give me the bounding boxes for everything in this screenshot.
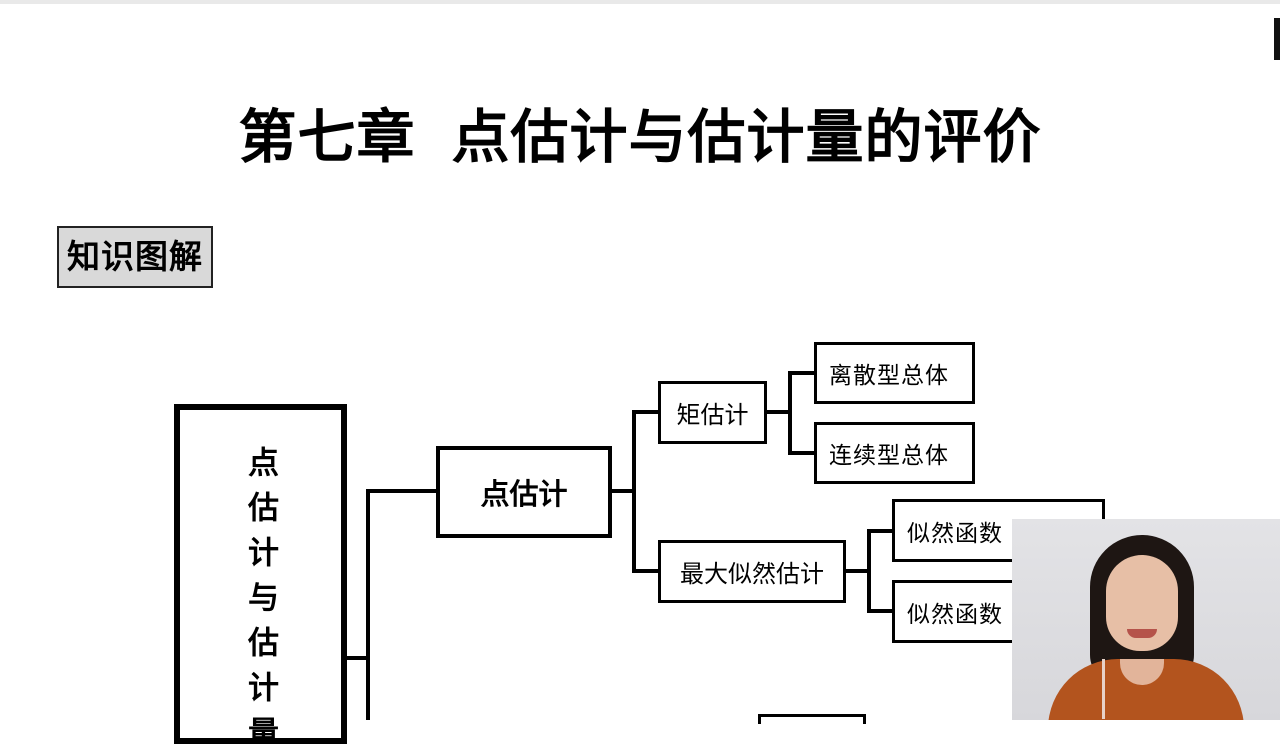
mindmap-root-label: 点估计与估计量 (242, 446, 278, 744)
section-tag: 知识图解 (57, 226, 213, 288)
connector-l1-l2 (612, 410, 658, 573)
connector-m2-l3 (846, 529, 892, 613)
mindmap-node-moment-estimation: 矩估计 (658, 381, 767, 444)
node-label: 最大似然估计 (680, 560, 824, 588)
node-label: 连续型总体 (829, 443, 949, 469)
node-label: 点估计 (480, 477, 568, 511)
mindmap-node-mle: 最大似然估计 (658, 540, 846, 603)
mindmap-node-cutoff (758, 714, 866, 724)
mindmap-node-point-estimation: 点估计 (436, 446, 612, 538)
chapter-title: 第七章点估计与估计量的评价 (0, 90, 1280, 174)
mindmap-node-discrete: 离散型总体 (814, 342, 975, 404)
top-border (0, 0, 1280, 4)
node-label: 似然函数 (907, 520, 1003, 547)
earphone-cord (1102, 659, 1105, 719)
mindmap-root: 点估计与估计量 (174, 404, 347, 744)
presenter-webcam (1012, 519, 1280, 720)
presenter-mouth (1127, 629, 1157, 638)
chapter-name: 点估计与估计量的评价 (451, 103, 1042, 171)
node-label: 似然函数 (907, 601, 1003, 628)
node-label: 离散型总体 (829, 363, 949, 389)
connector-lines (347, 371, 892, 720)
edge-marker (1274, 18, 1280, 60)
mindmap-node-continuous: 连续型总体 (814, 422, 975, 484)
connector-root-l1 (347, 489, 436, 660)
chapter-number: 第七章 (238, 103, 416, 171)
node-label: 矩估计 (676, 401, 749, 429)
connector-m1-l3 (767, 371, 814, 455)
